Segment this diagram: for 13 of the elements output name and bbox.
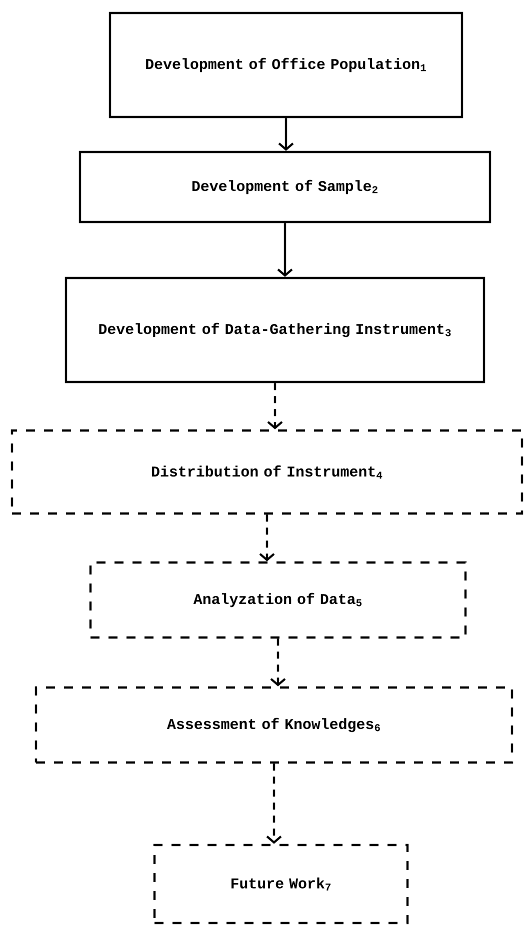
- process-box: Distribution of Instrument$_{4}$: [10, 429, 524, 515]
- arrow: [270, 638, 286, 686]
- process-box: Future Work$_{7}$: [153, 844, 409, 924]
- process-box: Development of Data-Gathering Instrument$_{3}$: [64, 276, 486, 384]
- process-box: Development of Office Population$_{1}$: [108, 12, 464, 118]
- process-box: Assessment of Knowledges$_{6}$: [34, 686, 514, 764]
- arrow: [277, 223, 293, 277]
- arrow: [267, 383, 283, 430]
- arrow: [259, 514, 275, 562]
- arrow: [266, 764, 282, 844]
- process-box: Development of Sample$_{2}$: [78, 150, 492, 224]
- process-box: Analyzation of Data$_{5}$: [89, 561, 467, 639]
- arrow: [278, 118, 294, 151]
